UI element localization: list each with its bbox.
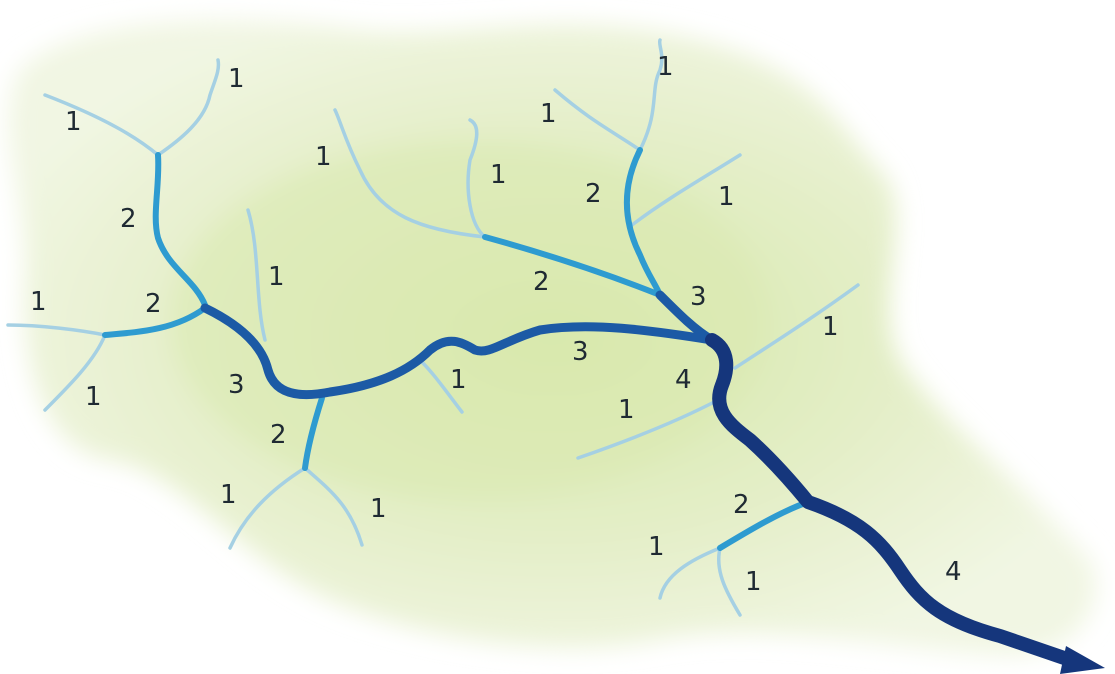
order-2-streams: [102, 147, 811, 551]
order-4-streams: [705, 333, 1077, 667]
order-label: 1: [618, 395, 635, 425]
stream-order-1: [466, 118, 487, 239]
stream-order-1: [630, 153, 742, 227]
stream-order-1: [43, 333, 107, 412]
stream-order-1: [228, 466, 307, 550]
streams: [6, 38, 1105, 674]
order-label: 2: [585, 179, 602, 209]
order-label: 3: [572, 337, 589, 367]
stream-order-2: [717, 499, 811, 551]
order-label: 1: [648, 532, 665, 562]
order-label: 2: [533, 267, 550, 297]
order-label: 1: [268, 262, 285, 292]
order-label: 1: [745, 567, 762, 597]
stream-order-1: [156, 58, 221, 157]
order-label: 2: [145, 289, 162, 319]
order-label: 1: [315, 142, 332, 172]
order-label: 4: [945, 557, 962, 587]
order-label: 1: [65, 107, 82, 137]
order-label: 1: [220, 480, 237, 510]
stream-order-3: [200, 303, 717, 400]
drainage-basin: [8, 20, 1096, 656]
stream-order-2: [152, 152, 208, 308]
order-label: 1: [228, 64, 245, 94]
order-label: 1: [30, 287, 47, 317]
stream-order-1: [553, 88, 642, 152]
stream-order-2: [102, 305, 208, 338]
order-label: 2: [733, 490, 750, 520]
order-label: 2: [270, 420, 287, 450]
stream-order-1: [576, 398, 720, 460]
stream-order-1: [658, 546, 722, 600]
order-label: 1: [85, 382, 102, 412]
stream-order-2: [482, 234, 663, 298]
stream-order-1: [303, 466, 364, 547]
stream-order-2: [623, 147, 663, 298]
order-label: 3: [690, 282, 707, 312]
stream-order-1: [733, 283, 860, 370]
stream-order-2: [302, 395, 325, 471]
order-label: 1: [370, 494, 387, 524]
stream-order-1: [638, 38, 664, 152]
order-label: 1: [657, 52, 674, 82]
outlet-arrow-icon: [1060, 646, 1105, 674]
order-labels: 1 1 1 1 1 1 1 1 1 1 1 1 1 1 1 1 1 2 2 2 …: [30, 52, 962, 597]
stream-order-1: [418, 358, 464, 414]
stream-order-1: [246, 208, 267, 342]
order-label: 3: [228, 370, 245, 400]
order-label: 1: [540, 99, 557, 129]
order-label: 1: [490, 160, 507, 190]
stream-order-1: [717, 546, 742, 617]
order-label: 1: [822, 312, 839, 342]
order-1-streams: [6, 38, 860, 617]
stream-order-1: [43, 93, 160, 157]
order-label: 1: [450, 365, 467, 395]
stream-order-1: [333, 108, 487, 239]
order-label: 1: [718, 182, 735, 212]
stream-order-4: [705, 333, 1077, 667]
order-label: 2: [120, 204, 137, 234]
order-label: 4: [675, 365, 692, 395]
stream-order-1: [6, 323, 107, 337]
